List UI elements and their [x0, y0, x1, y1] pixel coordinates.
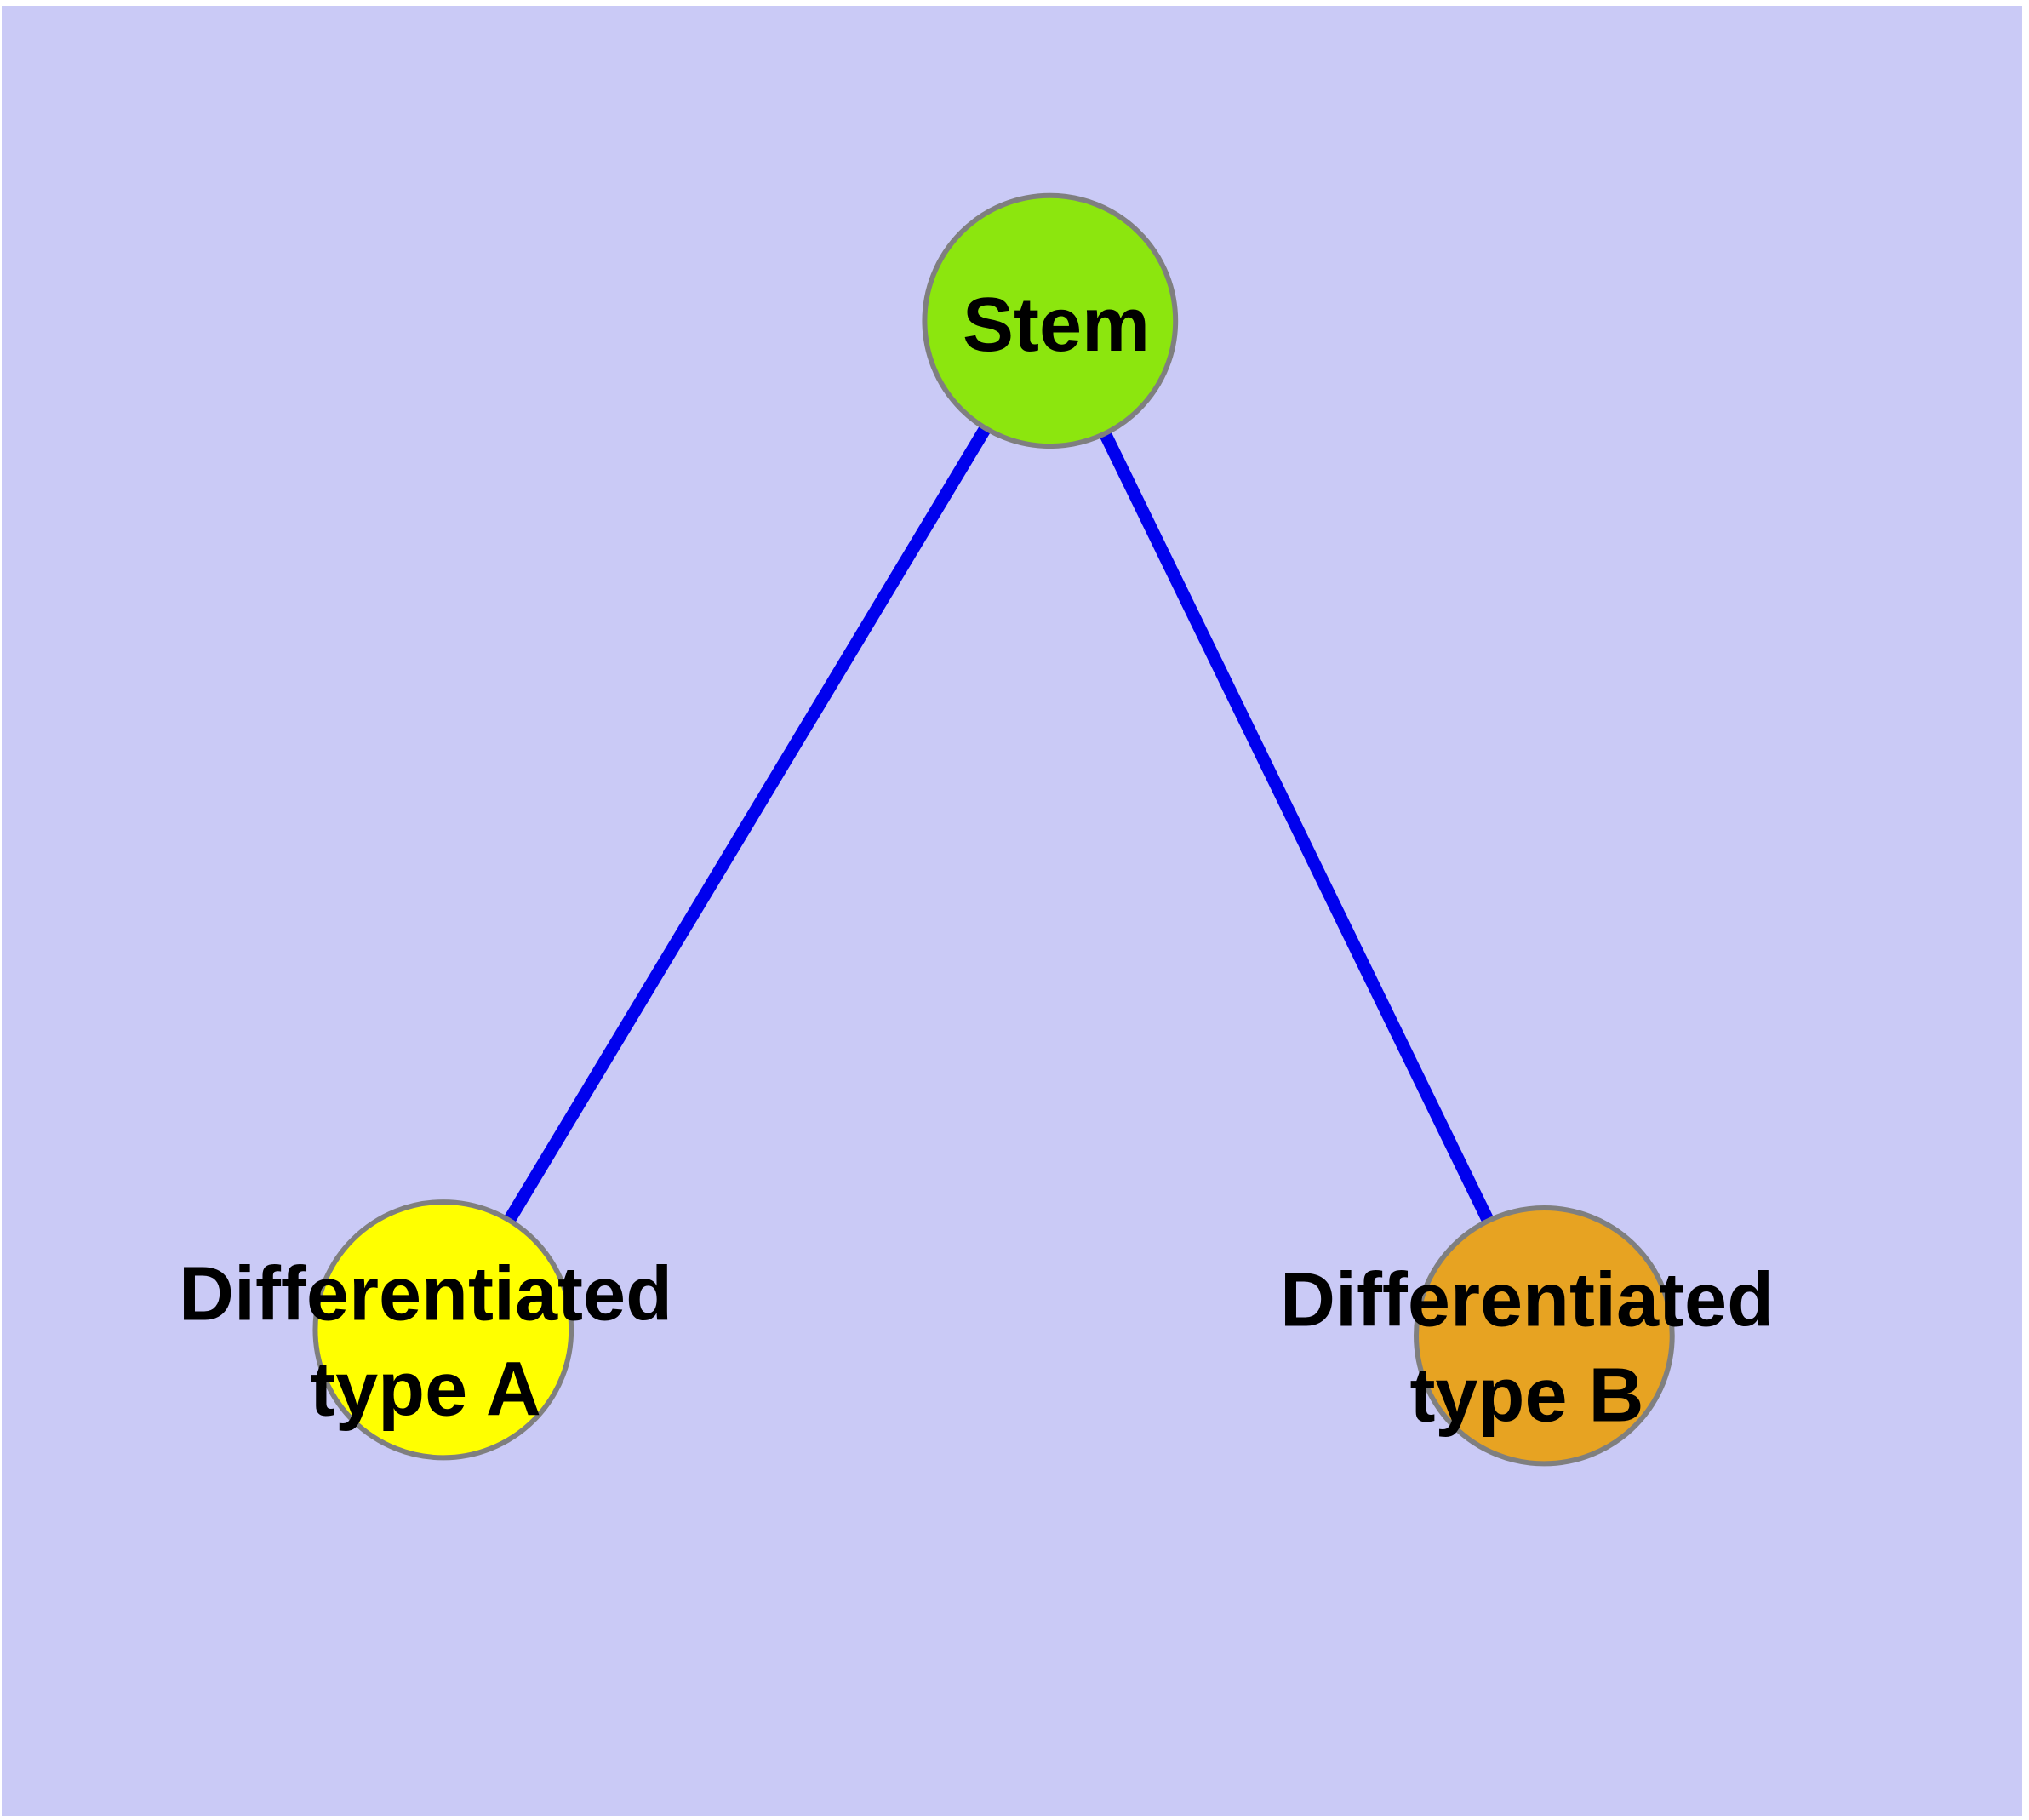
graph-canvas: Stem Differentiated type A Differentiate…	[2, 6, 2022, 1816]
node-label-stem: Stem	[963, 278, 1150, 374]
node-label-differentiated-type-b-line-1: Differentiated	[1279, 1257, 1775, 1343]
node-label-differentiated-type-b: Differentiated type B	[1280, 1253, 1774, 1443]
node-label-differentiated-type-a-line-1: Differentiated	[178, 1251, 673, 1337]
edge-stem-to-diff-b	[1044, 318, 1551, 1339]
graph-svg	[312, 192, 1675, 1467]
node-label-differentiated-type-a-line-2: type A	[310, 1347, 541, 1432]
node-circle-stem	[922, 192, 1179, 449]
edge-stem-to-diff-a	[437, 318, 1056, 1334]
node-circle-diff-a	[312, 1199, 574, 1461]
node-label-stem-line: Stem	[962, 283, 1151, 369]
node-circle-diff-b	[1414, 1205, 1675, 1467]
node-label-differentiated-type-b-line-2: type B	[1409, 1353, 1644, 1438]
node-label-differentiated-type-a: Differentiated type A	[179, 1247, 672, 1437]
